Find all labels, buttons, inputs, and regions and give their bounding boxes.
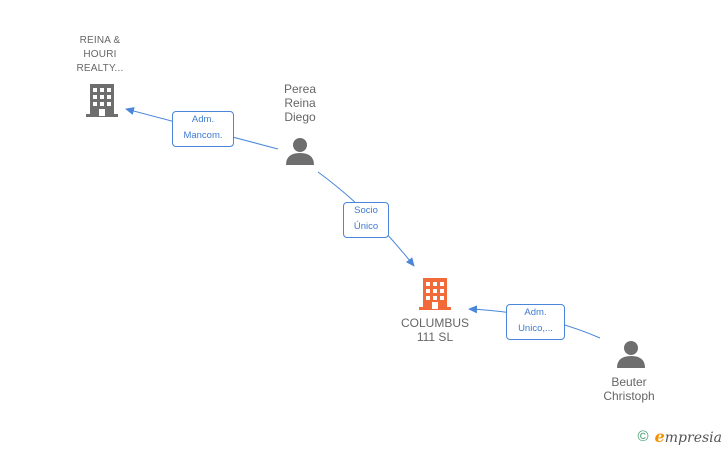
copyright-icon: © <box>637 427 649 445</box>
node-label-reina-houri[interactable]: REINA & HOURI REALTY... <box>76 35 124 74</box>
node-label-columbus[interactable]: COLUMBUS 111 SL <box>400 316 469 344</box>
person-icon[interactable] <box>617 341 645 368</box>
node-label-perea[interactable]: Perea Reina Diego <box>283 82 317 124</box>
building-icon-highlighted[interactable] <box>419 278 451 310</box>
edge-label-socio-unico[interactable]: Socio Único <box>343 202 389 238</box>
building-icon[interactable] <box>86 84 118 117</box>
brand-logo: empresia <box>654 426 722 446</box>
node-label-beuter[interactable]: Beuter Christoph <box>603 375 655 403</box>
edge-label-adm-mancom[interactable]: Adm. Mancom. <box>172 111 234 147</box>
empresia-watermark: © empresia <box>638 426 722 446</box>
person-icon[interactable] <box>286 138 314 165</box>
edge-label-adm-unico[interactable]: Adm. Unico,... <box>506 304 565 340</box>
